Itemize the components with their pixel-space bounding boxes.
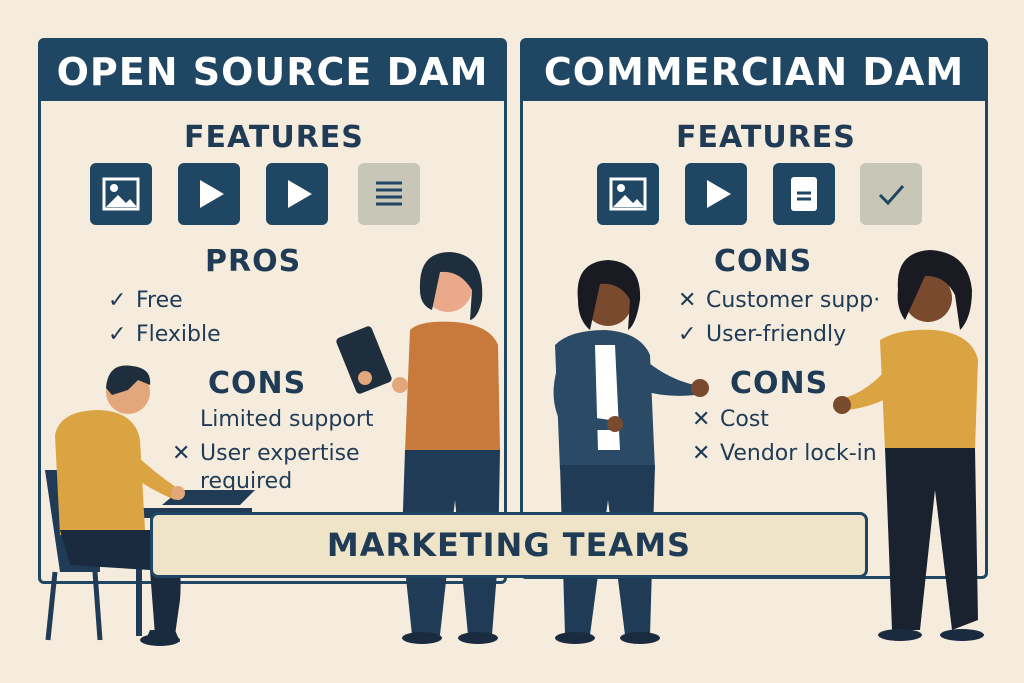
pros-item: ✓Free (108, 288, 183, 313)
cross-icon: ✕ (692, 407, 711, 432)
cons-item: Limited support (200, 407, 374, 432)
cross-icon: ✕ (172, 441, 191, 466)
cons-item: ✕Vendor lock-in (692, 441, 877, 466)
marketing-teams-banner: MARKETING TEAMS (150, 512, 868, 578)
woman-in-suit-figure (553, 260, 709, 644)
list-item: ✓User-friendly (678, 322, 847, 347)
image-icon (90, 163, 152, 225)
check-icon (860, 163, 922, 225)
play-icon (178, 163, 240, 225)
play-icon (266, 163, 328, 225)
cross-icon: ✕ (692, 441, 711, 466)
cons-heading: CONS (208, 366, 307, 401)
cons-heading: CONS (730, 366, 829, 401)
cross-icon: ✕ (678, 288, 697, 313)
image-icon (597, 163, 659, 225)
pros-heading: PROS (205, 244, 302, 279)
cons-item: required (200, 469, 293, 494)
list-item: ✕Customer supp· (678, 288, 881, 313)
seated-man-figure (45, 365, 255, 646)
features-heading: FEATURES (184, 120, 364, 155)
check-icon: ✓ (678, 322, 697, 347)
cons-item: ✕User expertise (172, 441, 360, 466)
panel-title: OPEN SOURCE DAM (41, 41, 504, 101)
check-icon: ✓ (108, 322, 127, 347)
pros-item: ✓Flexible (108, 322, 221, 347)
cons-item: ✕Cost (692, 407, 769, 432)
play-icon (685, 163, 747, 225)
list-icon (358, 163, 420, 225)
woman-gesturing-figure (833, 250, 984, 641)
check-icon: ✓ (108, 288, 127, 313)
woman-with-tablet-figure (336, 252, 500, 644)
panel-title: COMMERCIAN DAM (523, 41, 985, 101)
document-icon (773, 163, 835, 225)
features-heading: FEATURES (676, 120, 856, 155)
cons-heading: CONS (714, 244, 813, 279)
